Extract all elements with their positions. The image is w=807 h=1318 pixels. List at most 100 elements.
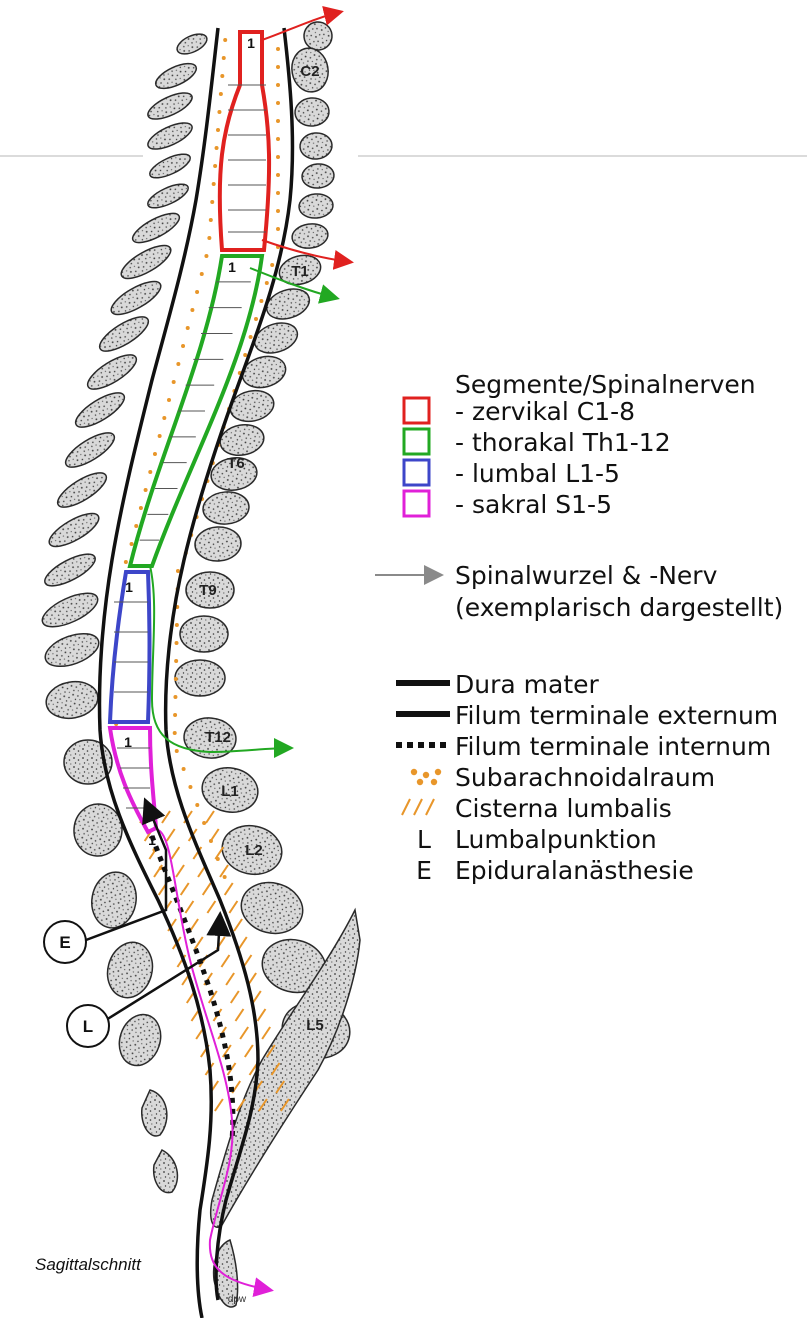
- csf-dot: [172, 380, 176, 384]
- csf-dot: [220, 74, 224, 78]
- csf-dot: [173, 731, 177, 735]
- vertebra-label-l2: L2: [245, 842, 263, 859]
- legend-structure-label: Filum terminale internum: [455, 732, 771, 761]
- csf-dot: [124, 560, 128, 564]
- hatch-mark: [171, 847, 179, 859]
- csf-dot: [204, 254, 208, 258]
- spinous-processes: [38, 30, 210, 1071]
- csf-dot: [175, 623, 179, 627]
- hatch-mark: [240, 1027, 248, 1039]
- legend-symbol-dot: [417, 779, 423, 785]
- legend-structure-label: Subarachnoidalraum: [455, 763, 715, 792]
- hatch-mark: [203, 883, 211, 895]
- csf-dot: [139, 506, 143, 510]
- hatch-mark: [234, 919, 242, 931]
- csf-dot: [175, 641, 179, 645]
- hatch-mark: [257, 1009, 265, 1021]
- vertebral-body: [194, 526, 242, 562]
- csf-dot: [190, 308, 194, 312]
- csf-dot: [202, 821, 206, 825]
- hatch-mark: [190, 919, 198, 931]
- vertebra-label-t9: T9: [199, 582, 217, 599]
- csf-dot: [153, 452, 157, 456]
- legend-root-line2: (exemplarisch dargestellt): [455, 593, 783, 622]
- csf-dot: [216, 128, 220, 132]
- vertebral-body: [180, 616, 228, 652]
- csf-dot: [158, 434, 162, 438]
- hatch-mark: [245, 1045, 253, 1057]
- hatch-mark: [262, 1027, 270, 1039]
- csf-dot: [167, 398, 171, 402]
- vertebra-label-t1: T1: [291, 263, 309, 280]
- spinous-process: [144, 118, 195, 155]
- spinous-process: [53, 467, 111, 514]
- csf-dot: [223, 38, 227, 42]
- csf-dot: [276, 227, 280, 231]
- csf-dot: [276, 137, 280, 141]
- csf-dot: [144, 488, 148, 492]
- legend-segments-title: Segmente/Spinalnerven: [455, 370, 756, 399]
- hatch-mark: [225, 883, 233, 895]
- csf-dot: [222, 56, 226, 60]
- csf-dot: [276, 101, 280, 105]
- csf-dot: [219, 92, 223, 96]
- spinous-process: [147, 149, 194, 182]
- legend-symbol-hatch: [426, 799, 434, 815]
- spinous-process: [38, 586, 103, 633]
- legend-structure-label: Epiduralanästhesie: [455, 856, 694, 885]
- csf-dot: [130, 542, 134, 546]
- lumbar-puncture-marker-label: L: [83, 1017, 93, 1036]
- csf-dot: [276, 83, 280, 87]
- hatch-mark: [195, 937, 203, 949]
- legend-symbol-letter: L: [417, 825, 431, 854]
- spinous-process: [145, 179, 192, 212]
- legend-symbol-letter: E: [416, 856, 432, 885]
- legend-symbol-hatch: [402, 799, 410, 815]
- csf-dot: [215, 146, 219, 150]
- hatch-mark: [221, 955, 229, 967]
- legend-swatch-thoracic: [404, 429, 429, 454]
- spinous-process: [71, 387, 129, 434]
- hatch-mark: [231, 991, 239, 1003]
- csf-dot: [276, 47, 280, 51]
- hatch-mark: [235, 1009, 243, 1021]
- legend-structure-label: Lumbalpunktion: [455, 825, 657, 854]
- vertebral-body: [236, 876, 308, 940]
- legend-swatch-cervical: [404, 398, 429, 423]
- legend-structure-label: Filum terminale externum: [455, 701, 778, 730]
- hatch-mark: [226, 973, 234, 985]
- hatch-mark: [253, 991, 261, 1003]
- spinous-process: [41, 548, 100, 592]
- hatch-mark: [167, 829, 175, 841]
- legend-segment-label: - sakral S1-5: [455, 490, 612, 519]
- spinous-process: [45, 507, 103, 552]
- csf-dot: [173, 713, 177, 717]
- csf-dot: [276, 155, 280, 159]
- csf-dot: [212, 182, 216, 186]
- vertebral-body: [202, 490, 251, 526]
- legend-symbol-dot: [423, 772, 429, 778]
- lower-posterior-bone-1: [142, 1090, 167, 1136]
- hatch-mark: [162, 811, 170, 823]
- hatch-mark: [181, 883, 189, 895]
- csf-dot: [181, 344, 185, 348]
- csf-dot: [182, 767, 186, 771]
- csf-dot: [188, 785, 192, 789]
- legend-segment-list: - zervikal C1-8- thorakal Th1-12- lumbal…: [404, 397, 671, 519]
- csf-dot: [276, 119, 280, 123]
- vertebra-label-l5: L5: [306, 1017, 324, 1034]
- spinous-process: [107, 275, 165, 320]
- csf-dot: [217, 110, 221, 114]
- legend-symbol-dot: [435, 769, 441, 775]
- dpw-label: dpw: [228, 1294, 247, 1305]
- vertebral-body: [291, 222, 330, 251]
- csf-dot: [276, 191, 280, 195]
- csf-dot: [195, 290, 199, 294]
- hatch-mark: [239, 937, 247, 949]
- csf-dot: [276, 65, 280, 69]
- legend-swatch-lumbar: [404, 460, 429, 485]
- legend-segment-label: - lumbal L1-5: [455, 459, 620, 488]
- spinous-process: [152, 59, 199, 94]
- csf-dot: [210, 200, 214, 204]
